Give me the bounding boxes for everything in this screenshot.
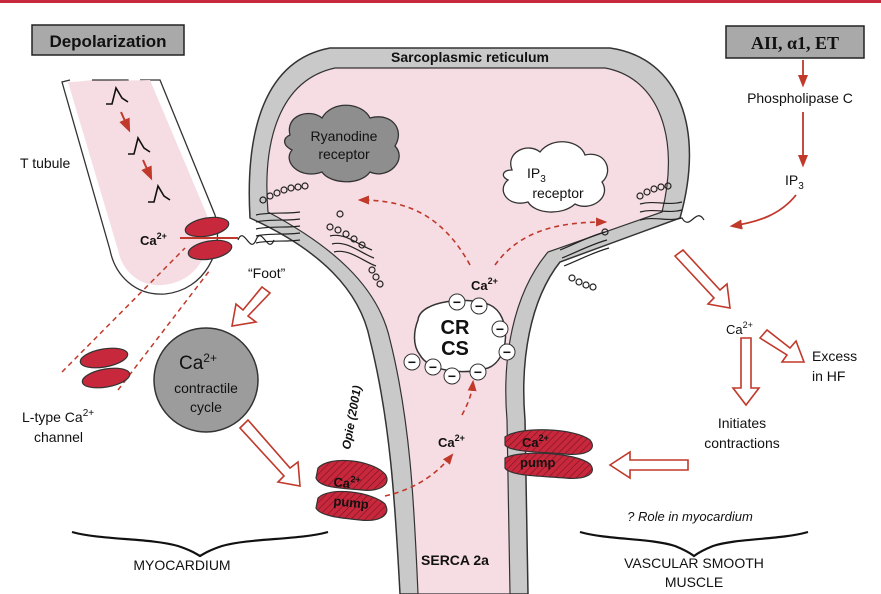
minus-sign: − bbox=[475, 298, 483, 314]
excess-label-line1: Excess bbox=[812, 348, 857, 364]
initiates-label-line1: Initiates bbox=[718, 415, 766, 431]
foot-label: “Foot” bbox=[248, 265, 286, 281]
cycle-label-line2: contractile bbox=[174, 380, 238, 396]
ca-to-initiates-arrow bbox=[733, 338, 759, 405]
ca-to-excess-arrow bbox=[760, 330, 804, 362]
minus-sign: − bbox=[453, 294, 461, 310]
initiates-label-line2: contractions bbox=[704, 435, 779, 451]
myocardium-brace bbox=[72, 532, 328, 556]
t-tubule-label: T tubule bbox=[20, 155, 71, 171]
minus-sign: − bbox=[429, 359, 437, 375]
minus-sign: − bbox=[448, 368, 456, 384]
cycle-label-line3: cycle bbox=[190, 399, 222, 415]
cs-label: CS bbox=[441, 338, 469, 360]
ca-right-label: Ca2+ bbox=[726, 320, 753, 337]
ryanodine-label-line1: Ryanodine bbox=[311, 128, 378, 144]
initiates-to-pump-arrow bbox=[610, 452, 688, 478]
ryanodine-label-line2: receptor bbox=[318, 146, 370, 162]
myocardium-label: MYOCARDIUM bbox=[133, 557, 230, 573]
vascular-brace bbox=[580, 532, 808, 556]
ip3-label: IP3 bbox=[785, 172, 804, 192]
ca-pump-left bbox=[316, 460, 387, 520]
agonists-label: AII, α1, ET bbox=[751, 33, 839, 53]
minus-sign: − bbox=[496, 321, 504, 337]
role-myocardium-label: ? Role in myocardium bbox=[627, 509, 753, 524]
vascular-label-line2: MUSCLE bbox=[665, 574, 723, 590]
excess-label-line2: in HF bbox=[812, 368, 845, 384]
minus-sign: − bbox=[474, 364, 482, 380]
cycle-to-pump-arrow bbox=[240, 420, 300, 486]
agonist-pathway-arrows bbox=[732, 60, 803, 226]
cr-label: CR bbox=[441, 317, 470, 339]
l-type-label-line2: channel bbox=[34, 429, 83, 445]
vascular-label-line1: VASCULAR SMOOTH bbox=[624, 555, 764, 571]
depolarization-label: Depolarization bbox=[49, 32, 166, 51]
ip3-receptor-label-line2: receptor bbox=[532, 185, 584, 201]
phospholipase-c-label: Phospholipase C bbox=[747, 90, 853, 106]
receptor-to-ca-arrow bbox=[675, 250, 730, 308]
minus-sign: − bbox=[503, 344, 511, 360]
foot-to-cycle-arrow bbox=[232, 287, 270, 326]
top-rule bbox=[0, 0, 881, 3]
serca-label: SERCA 2a bbox=[421, 552, 489, 568]
minus-sign: − bbox=[408, 354, 416, 370]
sarcoplasmic-reticulum-label: Sarcoplasmic reticulum bbox=[391, 49, 549, 65]
t-tubule bbox=[60, 80, 218, 294]
pump-right-word: pump bbox=[520, 455, 555, 470]
l-type-label-line1: L-type Ca2+ bbox=[22, 408, 94, 425]
opie-citation: Opie (2001) bbox=[339, 384, 364, 450]
